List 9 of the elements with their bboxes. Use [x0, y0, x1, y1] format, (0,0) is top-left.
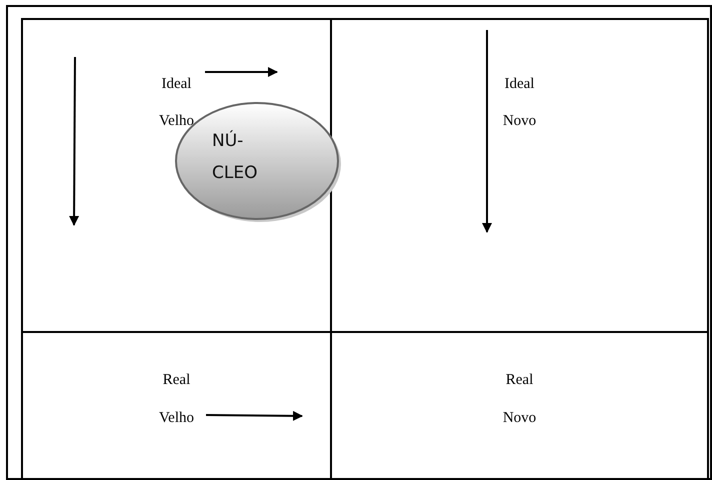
- cell-label: Novo: [502, 410, 536, 427]
- cell-label: Real: [506, 372, 534, 389]
- cell-label: Real: [162, 372, 190, 389]
- cell-label: Velho: [159, 113, 194, 130]
- cell-label: Velho: [159, 410, 194, 427]
- cell-label: Ideal: [504, 76, 534, 93]
- node-label: NÚ- CLEO: [212, 129, 258, 185]
- cell-label: Ideal: [162, 76, 192, 93]
- cell-label: Novo: [502, 113, 536, 130]
